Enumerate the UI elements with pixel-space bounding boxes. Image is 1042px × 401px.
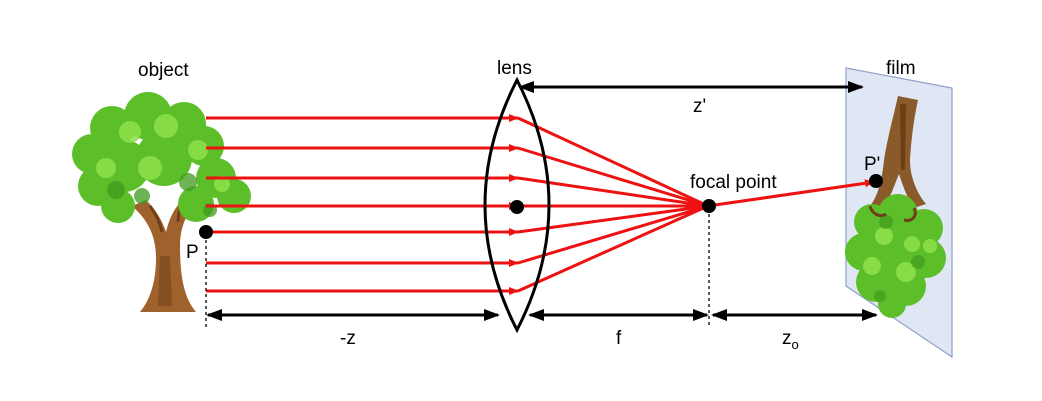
rays <box>206 114 875 295</box>
f-label: f <box>616 328 622 349</box>
point-p-prime-dot <box>869 174 883 188</box>
focal-point-dot <box>702 199 716 213</box>
lens-label: lens <box>497 58 532 79</box>
film-label: film <box>886 58 916 79</box>
inverted-tree-icon <box>845 96 946 318</box>
lens <box>483 76 551 334</box>
z-o-label: zo <box>782 328 799 352</box>
point-p-dot <box>199 225 213 239</box>
object-label: object <box>138 60 189 81</box>
ray-3-refracted <box>517 176 709 208</box>
tree-icon <box>72 92 251 312</box>
ray-to-film <box>707 179 875 208</box>
ray-5-refracted <box>517 204 709 234</box>
ray-6-refracted <box>517 204 709 265</box>
z-prime-label: z' <box>693 96 706 117</box>
lens-center-dot <box>510 200 524 214</box>
neg-z-label: -z <box>340 328 356 349</box>
ray-2-refracted <box>517 146 709 208</box>
point-p-prime-label: P' <box>864 154 880 175</box>
z-o-subscript: o <box>792 337 799 352</box>
ray-1-refracted <box>517 116 709 208</box>
z-o-base: z <box>782 328 792 349</box>
focal-point-label: focal point <box>690 172 777 193</box>
ray-7-refracted <box>517 204 709 293</box>
point-p-label: P <box>186 242 199 263</box>
